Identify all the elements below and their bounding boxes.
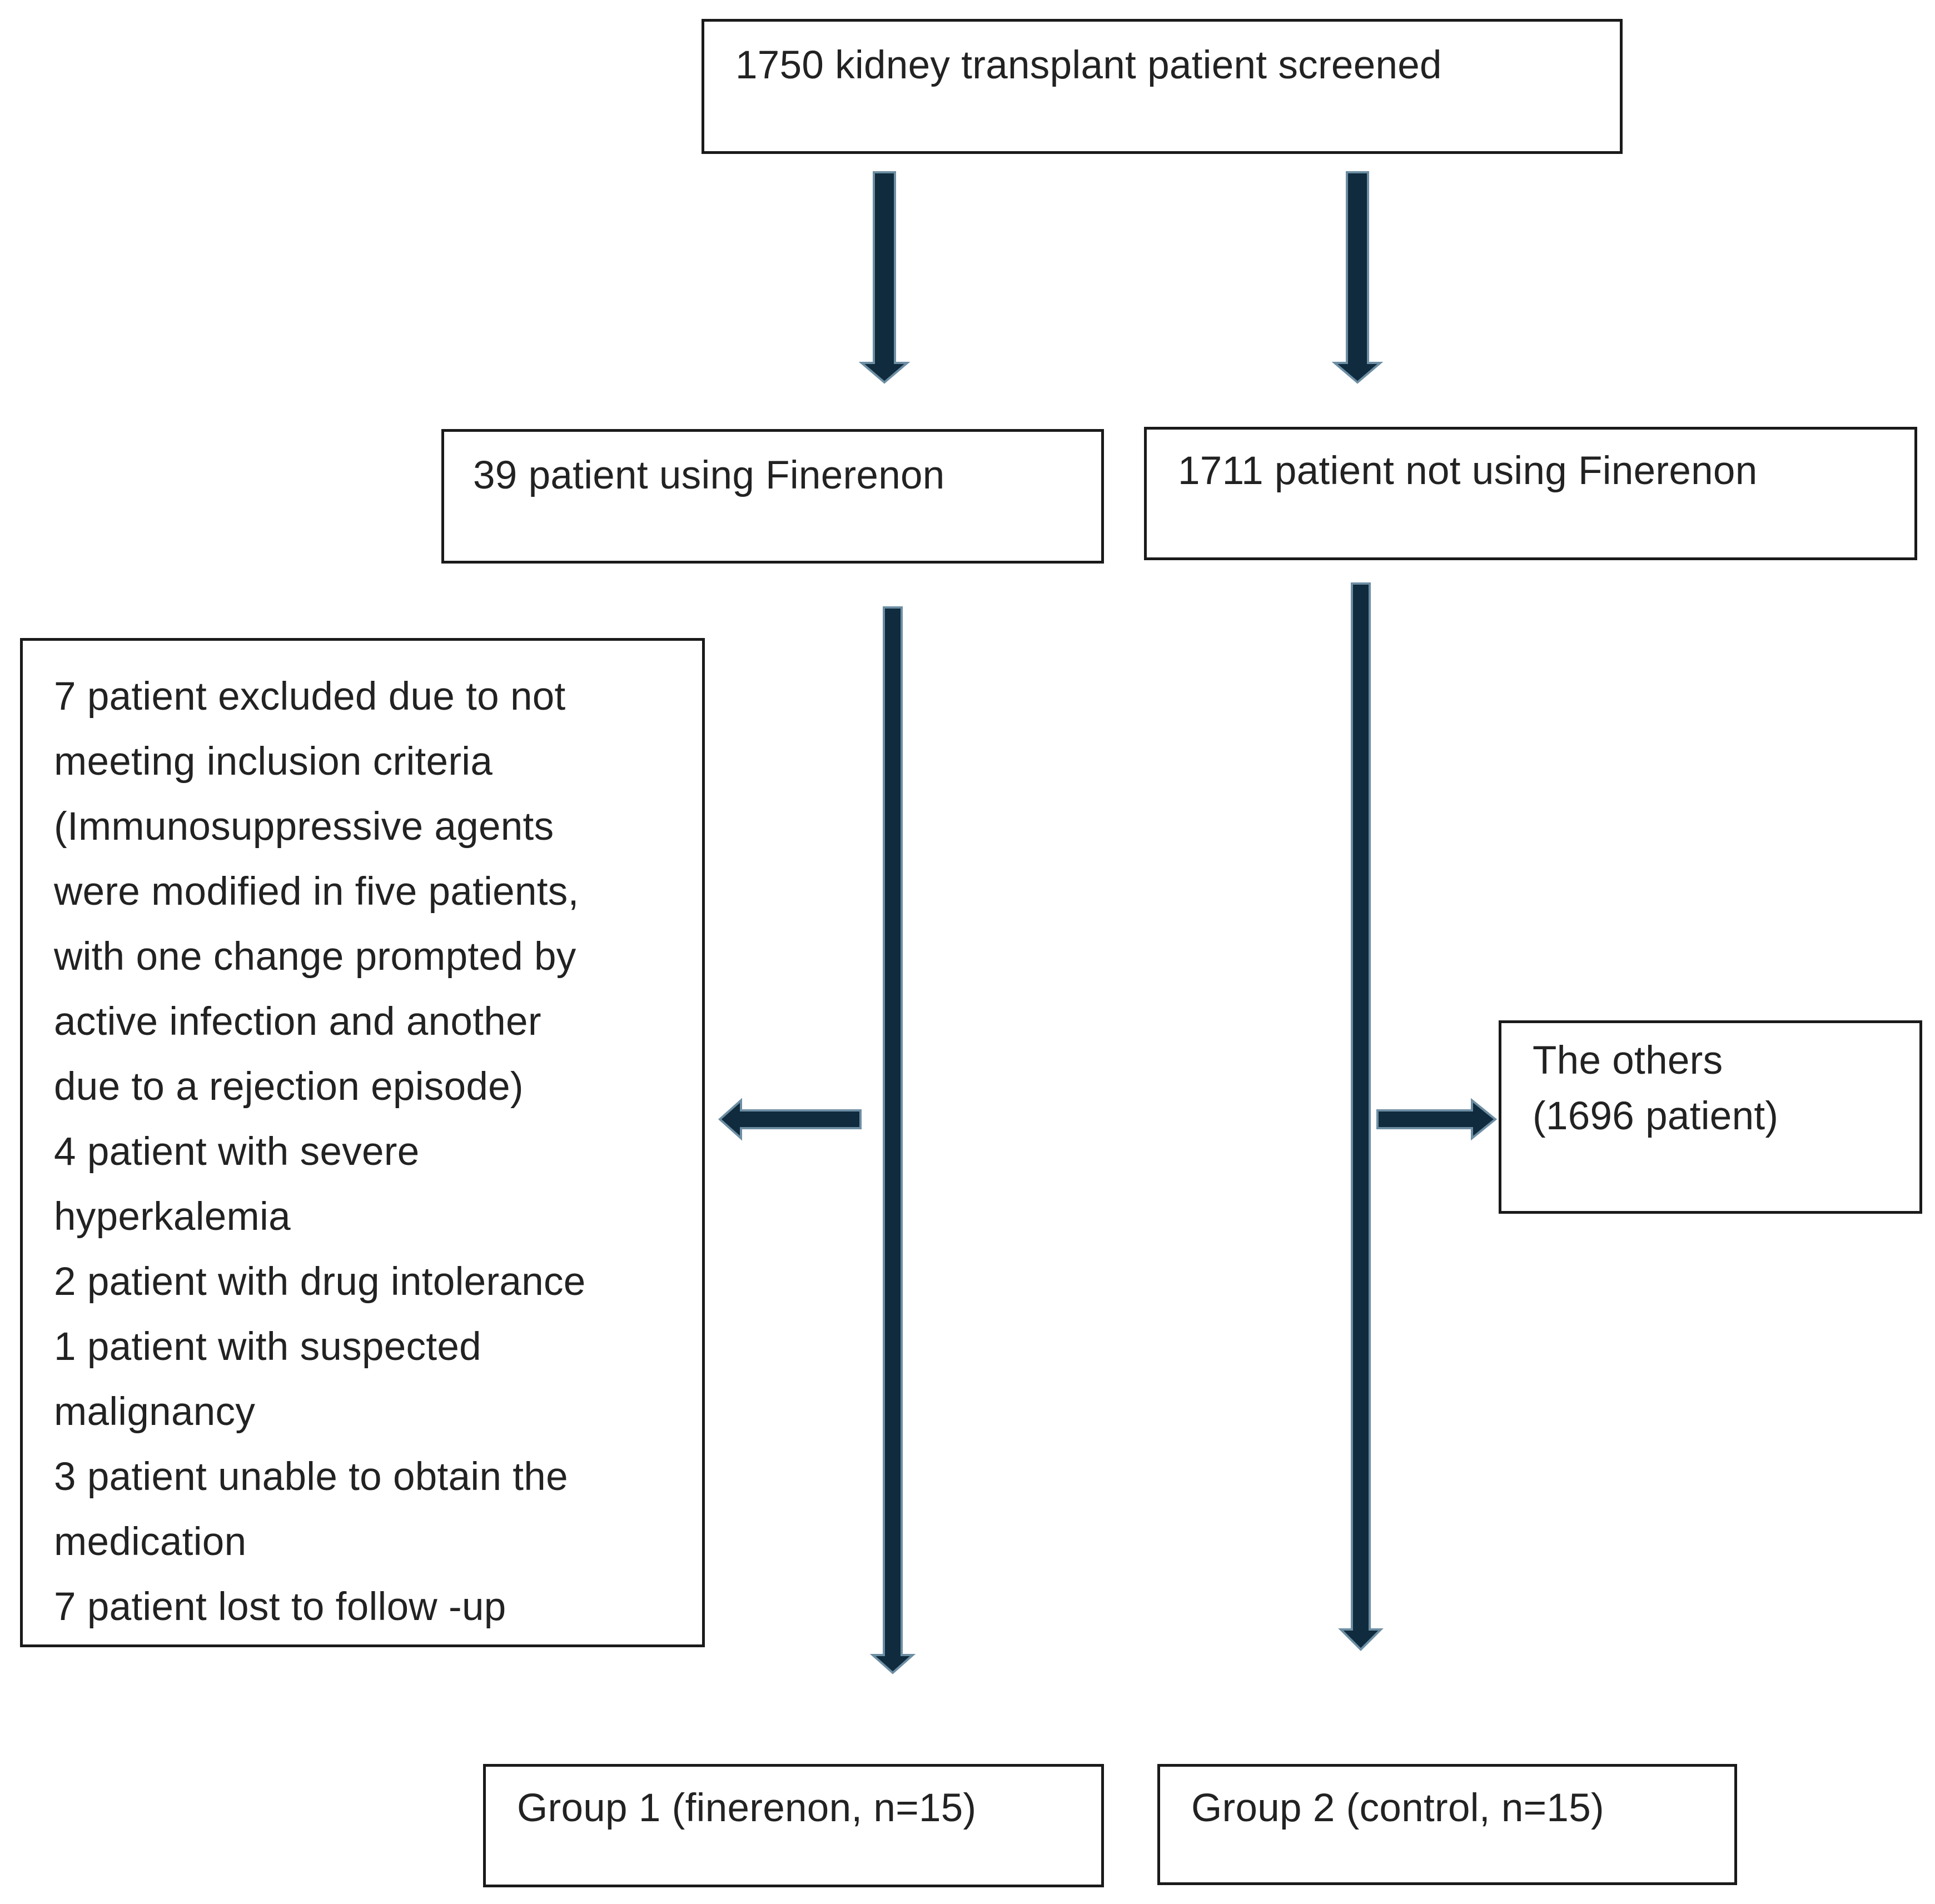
not-using-finerenon-box: 1711 patient not using Finerenon [1144,427,1917,560]
exclusion-line: active infection and another [54,1000,541,1044]
exclusion-line: 1 patient with suspected [54,1325,481,1369]
using-finerenon-text: 39 patient using Finerenon [473,453,945,497]
exclusion-line: were modified in five patients, [54,870,579,914]
exclusion-line: with one change prompted by [54,935,576,979]
arrow-using-to-group1 [869,606,916,1674]
others-box: The others (1696 patient) [1499,1020,1922,1214]
arrow-screened-to-using [858,171,911,384]
group2-box: Group 2 (control, n=15) [1157,1764,1737,1885]
exclusion-line: due to a rejection episode) [54,1065,524,1109]
others-lines: The others (1696 patient) [1533,1033,1778,1144]
using-finerenon-box: 39 patient using Finerenon [441,429,1104,564]
others-line: (1696 patient) [1533,1094,1779,1138]
exclusion-line: medication [54,1520,247,1564]
exclusion-line: hyperkalemia [54,1195,291,1239]
arrow-not-using-to-group2 [1338,582,1384,1651]
exclusion-line: 2 patient with drug intolerance [54,1260,586,1304]
screened-text: 1750 kidney transplant patient screened [735,43,1442,87]
arrow-to-exclusions [718,1098,862,1141]
group2-text: Group 2 (control, n=15) [1191,1786,1604,1830]
exclusion-line: (Immunosuppressive agents [54,805,554,849]
group1-box: Group 1 (finerenon, n=15) [483,1764,1104,1887]
exclusion-line: malignancy [54,1390,256,1434]
screened-box: 1750 kidney transplant patient screened [702,19,1623,154]
exclusions-list: 7 patient excluded due to not meeting in… [54,664,586,1639]
exclusion-line: 7 patient excluded due to not [54,675,566,719]
exclusions-box: 7 patient excluded due to not meeting in… [20,638,705,1647]
arrow-to-others [1376,1098,1498,1141]
not-using-finerenon-text: 1711 patient not using Finerenon [1178,449,1758,493]
exclusion-line: 3 patient unable to obtain the [54,1455,568,1499]
exclusion-line: meeting inclusion criteria [54,740,493,784]
exclusion-line: 4 patient with severe [54,1130,420,1174]
others-line: The others [1533,1039,1723,1083]
arrow-screened-to-not-using [1331,171,1384,384]
group1-text: Group 1 (finerenon, n=15) [517,1786,977,1830]
exclusion-line: 7 patient lost to follow -up [54,1585,506,1629]
